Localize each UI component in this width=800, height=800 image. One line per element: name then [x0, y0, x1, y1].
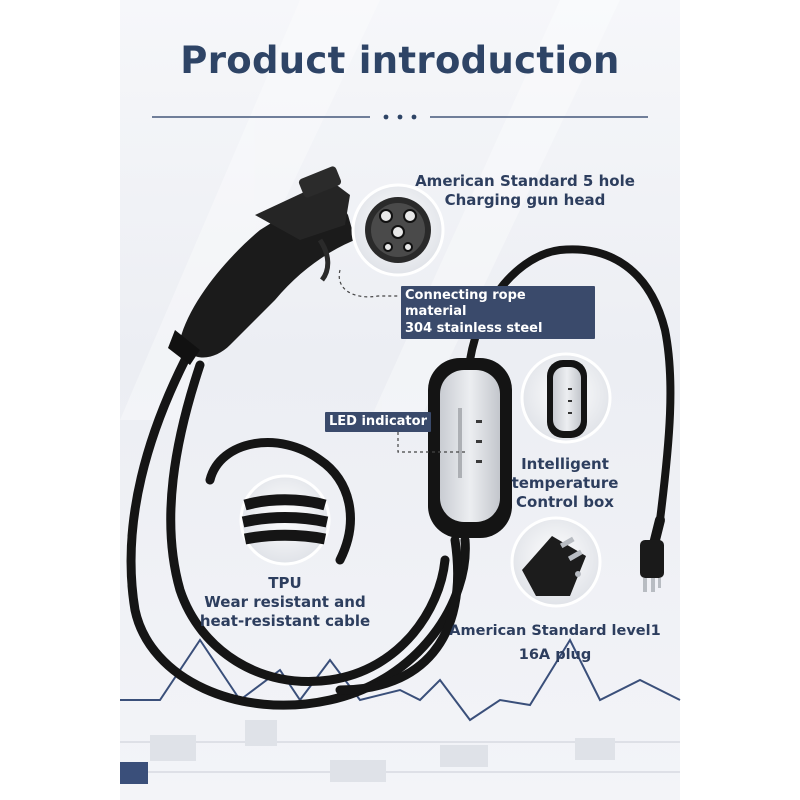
control-box-icon — [520, 352, 612, 444]
control-box-callout: Intelligent temperature Control box — [505, 455, 625, 511]
cable-line3: heat-resistant cable — [199, 611, 371, 630]
control-box — [428, 358, 512, 538]
rope-leader-line — [338, 269, 400, 298]
plug-line2: 16A plug — [518, 647, 592, 664]
rope-line2: 304 stainless steel — [405, 320, 543, 336]
gun-head-line1: American Standard 5 hole — [415, 172, 635, 190]
rope-line1: Connecting rope material — [405, 288, 526, 320]
pulse-line-decoration — [120, 637, 681, 784]
gun-head-socket-icon — [351, 183, 445, 277]
rope-material-label: Connecting rope material 304 stainless s… — [401, 286, 595, 339]
control-box-line1: Intelligent — [521, 455, 609, 473]
plug-callout: American Standard level1 16A plug — [440, 622, 670, 664]
title-divider — [152, 114, 648, 120]
gun-head-callout: American Standard 5 hole Charging gun he… — [410, 172, 640, 210]
control-box-line3: Control box — [516, 492, 614, 511]
control-box-line2: temperature — [511, 473, 619, 492]
led-indicator-label: LED indicator — [325, 412, 431, 433]
plug-end — [640, 540, 664, 592]
page-title: Product introduction — [180, 39, 620, 82]
cable-callout: TPU Wear resistant and heat-resistant ca… — [195, 574, 375, 630]
charging-cable — [126, 245, 675, 710]
gun-head-line2: Charging gun head — [444, 190, 606, 209]
charging-gun — [168, 166, 355, 365]
cable-cross-section-icon — [239, 474, 331, 566]
plug-icon — [510, 516, 602, 608]
led-leader-line — [397, 432, 468, 453]
plug-line1: American Standard level1 — [449, 623, 661, 639]
cable-line2: Wear resistant and — [204, 592, 366, 611]
cable-line1: TPU — [268, 574, 302, 592]
